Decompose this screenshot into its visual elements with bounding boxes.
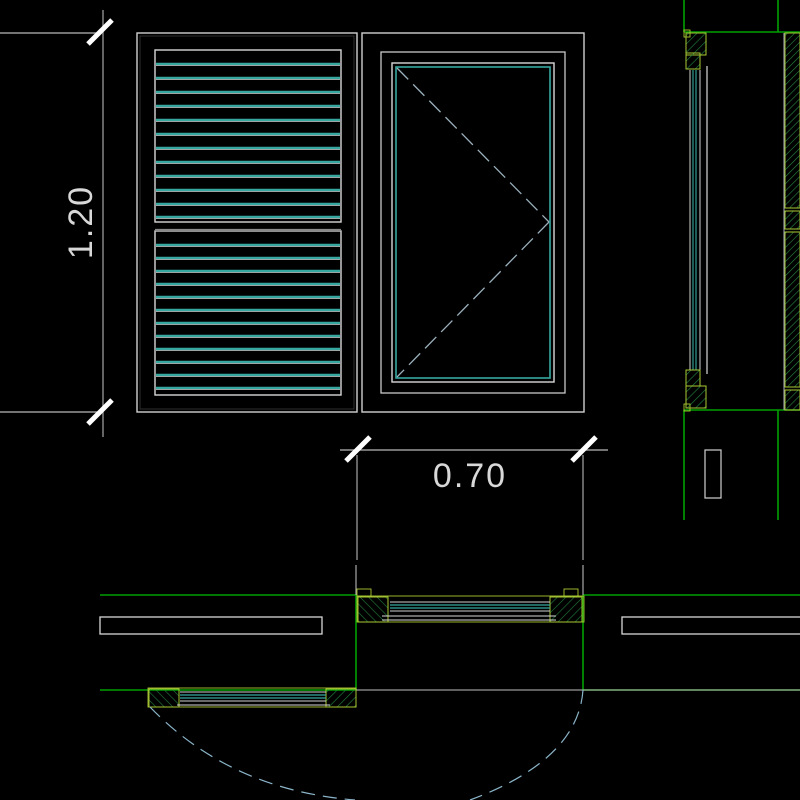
swing-arc-left bbox=[149, 706, 356, 800]
section-head-anchor bbox=[683, 29, 691, 38]
swing-arc-right bbox=[469, 689, 584, 800]
lower-louver-panel bbox=[154, 228, 342, 396]
horizontal-dimension-group: 0.70 bbox=[340, 435, 608, 560]
lower-louver-slats bbox=[156, 243, 340, 390]
bottom-plan-section bbox=[99, 565, 800, 800]
plan-right-recess bbox=[621, 616, 800, 635]
dim-tick-right bbox=[570, 435, 598, 463]
glass-pane bbox=[395, 66, 551, 379]
dim-tick-bottom bbox=[86, 398, 114, 426]
right-leaf-inner-frame bbox=[380, 51, 566, 394]
plan-left-recess bbox=[99, 616, 323, 635]
upper-louver-slats bbox=[156, 62, 340, 219]
section-sill-anchor bbox=[683, 403, 691, 412]
plan-open-leaf-hatch-left bbox=[148, 688, 180, 708]
left-leaf-outer-frame bbox=[136, 32, 358, 413]
section-sill-member-lower bbox=[685, 385, 707, 409]
glazed-casement-leaf bbox=[361, 32, 585, 413]
plan-window-leaf-open bbox=[147, 687, 357, 708]
section-wall-hatch-mid bbox=[784, 210, 800, 230]
right-vertical-section bbox=[683, 0, 800, 520]
width-dimension-label: 0.70 bbox=[433, 457, 507, 495]
section-wall-hatch-sill bbox=[784, 389, 800, 411]
plan-anchor-left bbox=[356, 588, 372, 597]
plan-jamb-hatch-left bbox=[357, 596, 389, 623]
plan-open-leaf-hatch-right bbox=[325, 688, 357, 708]
plan-leaf-outline bbox=[356, 595, 585, 623]
height-dimension-label: 1.20 bbox=[62, 185, 100, 259]
section-head-member-lower bbox=[685, 52, 701, 70]
left-leaf-outer-frame-inner-edge bbox=[139, 35, 355, 410]
section-wall-hatch-lower bbox=[784, 231, 800, 388]
section-head-member-upper bbox=[685, 32, 707, 56]
plan-jamb-hatch-right bbox=[549, 596, 583, 623]
upper-louver-panel-frame bbox=[154, 49, 342, 223]
section-sill-member-upper bbox=[685, 369, 701, 387]
sash-frame bbox=[391, 62, 555, 383]
door-swing-arcs bbox=[149, 689, 584, 800]
right-leaf-outer-frame bbox=[361, 32, 585, 413]
upper-louver-panel bbox=[154, 49, 342, 223]
vertical-dimension-group: 1.20 bbox=[0, 10, 114, 437]
section-below-sill-detail bbox=[704, 449, 722, 499]
hinge-right-opening-indicator bbox=[396, 67, 550, 378]
dim-tick-top bbox=[86, 18, 114, 46]
section-wall-hatch-upper bbox=[784, 32, 800, 209]
plan-window-leaf-closed bbox=[356, 588, 585, 623]
lower-louver-panel-frame bbox=[154, 230, 342, 396]
louvered-shutter-leaf bbox=[136, 32, 358, 413]
plan-anchor-right bbox=[563, 588, 579, 597]
dim-tick-left bbox=[344, 435, 372, 463]
